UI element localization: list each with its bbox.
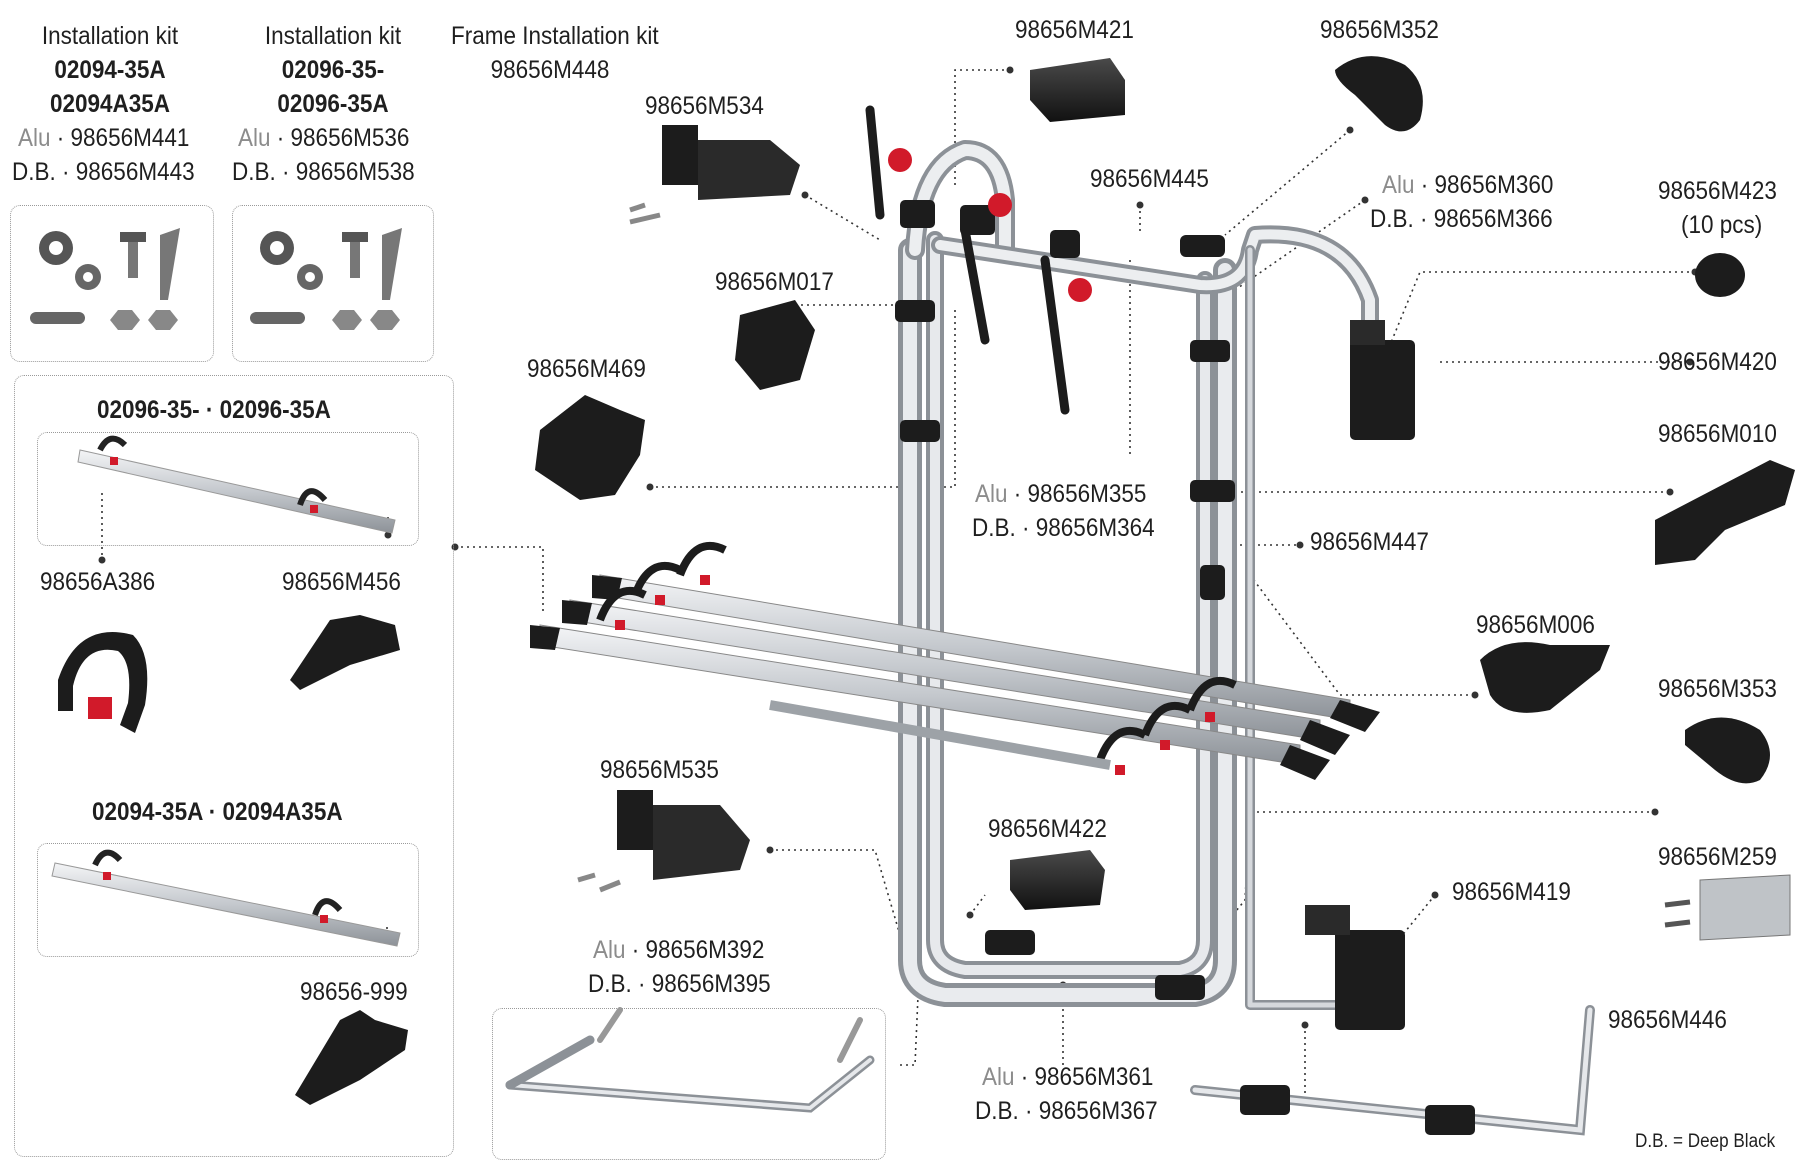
label-98656M364: D.B. · 98656M364 — [972, 514, 1155, 542]
part-98656M006-cap — [1480, 642, 1610, 713]
rail-02094 — [51, 849, 401, 947]
kit2-db: D.B. · 98656M538 — [232, 158, 415, 186]
label-98656M446: 98656M446 — [1608, 1006, 1727, 1034]
part-98656M446-bar — [1190, 1005, 1595, 1136]
part-98656M456-wedge — [290, 615, 400, 690]
kit2-box — [232, 205, 434, 362]
label-98656M366: D.B. · 98656M366 — [1370, 205, 1553, 233]
rail-group-1-title: 02096-35- · 02096-35A — [97, 396, 331, 424]
label-98656M353: 98656M353 — [1658, 675, 1777, 703]
kit2-alu: Alu · 98656M536 — [238, 124, 410, 152]
kit1-code-2: 02094A35A — [49, 90, 171, 118]
rail-group-1-right-part: 98656M456 — [282, 568, 401, 596]
label-98656M447: 98656M447 — [1310, 528, 1429, 556]
kit2-hardware-icons — [250, 228, 402, 330]
rail-group-1-left-part: 98656A386 — [40, 568, 156, 596]
label-98656M017: 98656M017 — [715, 268, 834, 296]
kit2-code-2: 02096-35A — [277, 90, 389, 118]
label-98656M423-qty: (10 pcs) — [1681, 211, 1763, 239]
label-98656M006: 98656M006 — [1476, 611, 1595, 639]
part-98656M422-cap — [1010, 850, 1105, 910]
label-98656M360: Alu · 98656M360 — [1382, 171, 1554, 199]
part-98656M010-holder — [1655, 460, 1795, 565]
part-98656M469-knob — [535, 395, 645, 500]
label-98656M010: 98656M010 — [1658, 420, 1777, 448]
kit1-alu: Alu · 98656M441 — [18, 124, 190, 152]
part-98656M352-holder — [1335, 56, 1423, 132]
kit2-title: Installation kit — [264, 22, 402, 50]
part-98656M017-knob — [735, 300, 815, 390]
frame-kit-title: Frame Installation kit — [451, 22, 659, 50]
part-98656M535-bracket — [577, 790, 750, 893]
label-98656M352: 98656M352 — [1320, 16, 1439, 44]
part-98656-999-wedge — [295, 1010, 408, 1105]
kit1-title: Installation kit — [41, 22, 179, 50]
kit1-db: D.B. · 98656M443 — [12, 158, 195, 186]
rail-02096 — [77, 435, 396, 534]
label-98656M395: D.B. · 98656M395 — [588, 970, 771, 998]
part-98656M353-holder — [1685, 717, 1770, 784]
part-98656M420-plate — [1350, 320, 1415, 440]
label-98656M534: 98656M534 — [645, 92, 764, 120]
kit2-code-1: 02096-35- — [281, 56, 385, 84]
part-98656M421-cap — [1030, 58, 1125, 122]
m392-box — [492, 1008, 886, 1160]
legend-deep-black: D.B. = Deep Black — [1635, 1131, 1776, 1152]
part-98656M423-cap — [1695, 253, 1745, 297]
label-98656M361: Alu · 98656M361 — [982, 1063, 1154, 1091]
rails-box — [14, 375, 454, 1157]
frame-kit-code: 98656M448 — [490, 56, 610, 84]
rail-group-2-right-part: 98656-999 — [300, 978, 408, 1006]
rail-02094-box — [37, 843, 419, 957]
label-98656M422: 98656M422 — [988, 815, 1107, 843]
rail-group-2-title: 02094-35A · 02094A35A — [92, 798, 343, 826]
frame-straps — [865, 105, 1070, 415]
label-98656M421: 98656M421 — [1015, 16, 1134, 44]
label-98656M419: 98656M419 — [1452, 878, 1571, 906]
label-98656M469: 98656M469 — [527, 355, 646, 383]
part-98656M259-bracket — [1664, 874, 1791, 941]
kit1-code-1: 02094-35A — [54, 56, 166, 84]
label-98656M445: 98656M445 — [1090, 165, 1209, 193]
part-98656A386-strap — [58, 632, 148, 733]
part-98656M419-plate — [1305, 905, 1405, 1030]
label-98656M392: Alu · 98656M392 — [593, 936, 765, 964]
label-98656M367: D.B. · 98656M367 — [975, 1097, 1158, 1125]
label-98656M355: Alu · 98656M355 — [975, 480, 1147, 508]
frame-wheel-rails — [530, 542, 1380, 780]
kit1-box — [10, 205, 214, 362]
part-98656M392-bar — [505, 1007, 875, 1113]
frame-clamps — [895, 200, 1235, 1000]
label-98656M535: 98656M535 — [600, 756, 719, 784]
kit1-hardware-icons — [30, 228, 180, 330]
frame-red-knobs — [888, 148, 1092, 302]
label-98656M420: 98656M420 — [1658, 348, 1777, 376]
main-frame — [898, 140, 1379, 1010]
label-98656M423: 98656M423 — [1658, 177, 1777, 205]
label-98656M259: 98656M259 — [1658, 843, 1777, 871]
rail-02096-box — [37, 432, 419, 546]
part-98656M534-bracket — [629, 125, 800, 225]
